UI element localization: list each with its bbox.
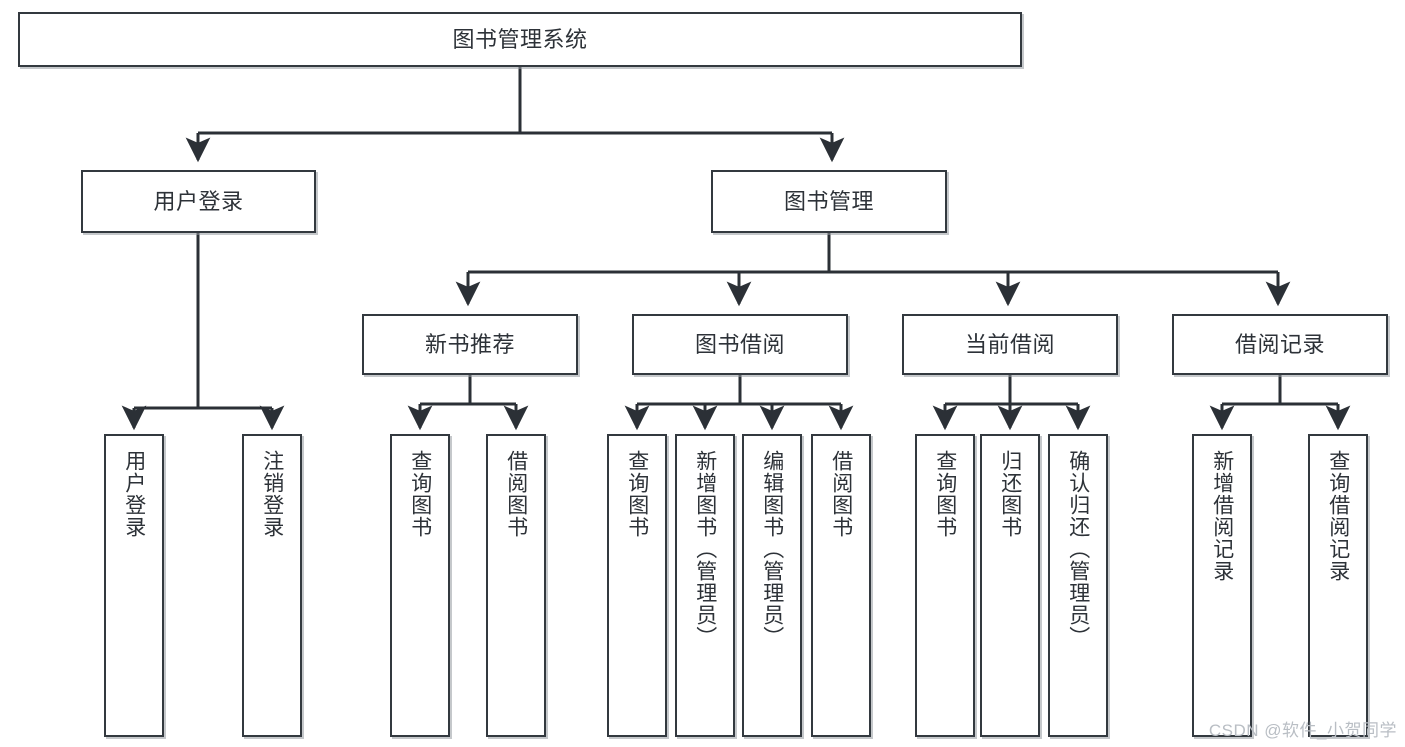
leaf-query-book-2-label: 查询图书: [625, 450, 649, 538]
leaf-return-book-label: 归还图书: [998, 450, 1022, 538]
leaf-add-borrow-record[interactable]: 新增借阅记录: [1192, 434, 1252, 737]
leaf-query-book-3[interactable]: 查询图书: [915, 434, 975, 737]
leaf-query-borrow-record-label: 查询借阅记录: [1326, 450, 1350, 582]
leaf-user-login[interactable]: 用户登录: [104, 434, 164, 737]
leaf-query-book-1[interactable]: 查询图书: [390, 434, 450, 737]
node-book-borrow[interactable]: 图书借阅: [632, 314, 848, 375]
leaf-user-logout[interactable]: 注销登录: [242, 434, 302, 737]
leaf-user-logout-label: 注销登录: [260, 450, 284, 538]
node-borrow-record[interactable]: 借阅记录: [1172, 314, 1388, 375]
leaf-user-login-label: 用户登录: [122, 450, 146, 538]
leaf-borrow-book-1[interactable]: 借阅图书: [486, 434, 546, 737]
node-user-login-label: 用户登录: [153, 188, 244, 214]
leaf-borrow-book-2-label: 借阅图书: [829, 450, 853, 538]
leaf-confirm-return[interactable]: 确认归还（管理员）: [1048, 434, 1108, 737]
leaf-return-book[interactable]: 归还图书: [980, 434, 1040, 737]
leaf-add-book[interactable]: 新增图书（管理员）: [675, 434, 735, 737]
node-new-book-recommend-label: 新书推荐: [424, 331, 515, 357]
leaf-borrow-book-2[interactable]: 借阅图书: [811, 434, 871, 737]
leaf-add-book-label: 新增图书（管理员）: [693, 450, 717, 648]
node-root[interactable]: 图书管理系统: [18, 12, 1022, 67]
node-book-borrow-label: 图书借阅: [694, 331, 785, 357]
leaf-query-book-1-label: 查询图书: [408, 450, 432, 538]
leaf-borrow-book-1-label: 借阅图书: [504, 450, 528, 538]
node-book-manage-label: 图书管理: [783, 188, 874, 214]
leaf-query-borrow-record[interactable]: 查询借阅记录: [1308, 434, 1368, 737]
node-user-login[interactable]: 用户登录: [81, 170, 316, 233]
watermark: CSDN @软件_小贺同学: [1208, 721, 1397, 740]
node-current-borrow-label: 当前借阅: [964, 331, 1055, 357]
leaf-edit-book-label: 编辑图书（管理员）: [760, 450, 784, 648]
leaf-edit-book[interactable]: 编辑图书（管理员）: [742, 434, 802, 737]
leaf-add-borrow-record-label: 新增借阅记录: [1210, 450, 1234, 582]
node-root-label: 图书管理系统: [452, 26, 588, 52]
leaf-confirm-return-label: 确认归还（管理员）: [1066, 450, 1090, 648]
node-new-book-recommend[interactable]: 新书推荐: [362, 314, 578, 375]
leaf-query-book-3-label: 查询图书: [933, 450, 957, 538]
node-borrow-record-label: 借阅记录: [1234, 331, 1325, 357]
leaf-query-book-2[interactable]: 查询图书: [607, 434, 667, 737]
node-current-borrow[interactable]: 当前借阅: [902, 314, 1118, 375]
node-book-manage[interactable]: 图书管理: [711, 170, 947, 233]
